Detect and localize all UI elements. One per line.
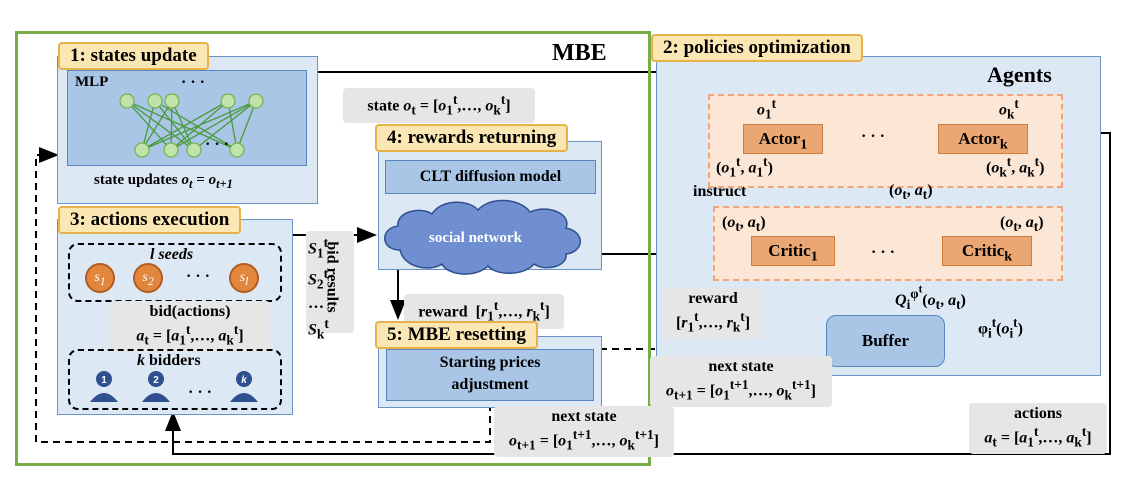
actor-obs-k: okt [999, 96, 1019, 122]
seed-l: sl [229, 263, 259, 293]
critic-dots: · · · [871, 244, 896, 261]
actor-k-box: Actork [938, 124, 1028, 154]
svg-text:1: 1 [101, 375, 107, 386]
bidder-icon-1 [96, 371, 112, 387]
rewards-returning-tag: 4: rewards returning [375, 124, 569, 152]
mbe-title: MBE [552, 40, 607, 66]
mlp-node [147, 93, 163, 109]
bidders-title: k bidders [137, 352, 201, 369]
instruct-label: instruct [693, 183, 747, 200]
bidders-group [68, 349, 282, 410]
actions-execution-tag: 3: actions execution [58, 206, 242, 234]
mlp-dots-bottom: · · · [205, 136, 230, 153]
q-value-label: Qiφt(ot, at) [895, 284, 966, 312]
mlp-node [186, 142, 202, 158]
agents-title: Agents [987, 62, 1052, 87]
svg-text:k: k [241, 375, 247, 386]
critic-1-box: Critic1 [751, 236, 835, 266]
actor-pair-k: (okt, akt) [986, 154, 1045, 180]
policies-optimization-tag: 2: policies optimization [651, 34, 863, 62]
seeds-title: l seeds [150, 246, 194, 263]
mlp-node [220, 93, 236, 109]
social-network-label: social network [429, 230, 522, 246]
phi-label: φit(oit) [978, 315, 1023, 341]
mlp-node [163, 142, 179, 158]
bidder-icon-k [236, 371, 252, 387]
critic-k-box: Critick [942, 236, 1032, 266]
bidder-icon-2 [148, 371, 164, 387]
mlp-node [248, 93, 264, 109]
bidders-dots: · · · [188, 384, 213, 401]
actor-obs-1: o1t [757, 96, 777, 122]
actor-dots: · · · [861, 128, 886, 145]
state-update-label: state updates ot = ot+1 [94, 172, 233, 191]
mlp-node [134, 142, 150, 158]
critic-pair-left: (ot, at) [722, 214, 766, 235]
states-update-tag: 1: states update [58, 42, 209, 70]
seed-1: s1 [85, 263, 115, 293]
bid-actions-label: bid(actions)at = [a1t,…, akt] [110, 301, 270, 352]
joint-pair-label: (ot, at) [889, 182, 933, 203]
mbe-frame [15, 31, 651, 466]
mlp-node [229, 142, 245, 158]
actor-1-box: Actor1 [743, 124, 823, 154]
mlp-node [119, 93, 135, 109]
mbe-resetting-tag: 5: MBE resetting [375, 321, 538, 349]
state-label: state ot = [o1t,…, okt] [343, 88, 535, 123]
seed-2: s2 [133, 263, 163, 293]
actor-pair-1: (o1t, a1t) [716, 154, 773, 180]
critic-pair-right: (ot, at) [1000, 214, 1044, 235]
buffer-box: Buffer [826, 315, 945, 367]
reward-outer-label: reward[r1t,…, rkt] [664, 288, 762, 339]
seeds-dots: · · · [186, 268, 211, 285]
clt-diffusion-model: CLT diffusion model [385, 160, 596, 194]
mlp-label: MLP [75, 74, 109, 90]
svg-text:2: 2 [153, 375, 159, 386]
mlp-dots-top: · · · [181, 74, 206, 91]
mlp-node [164, 93, 180, 109]
